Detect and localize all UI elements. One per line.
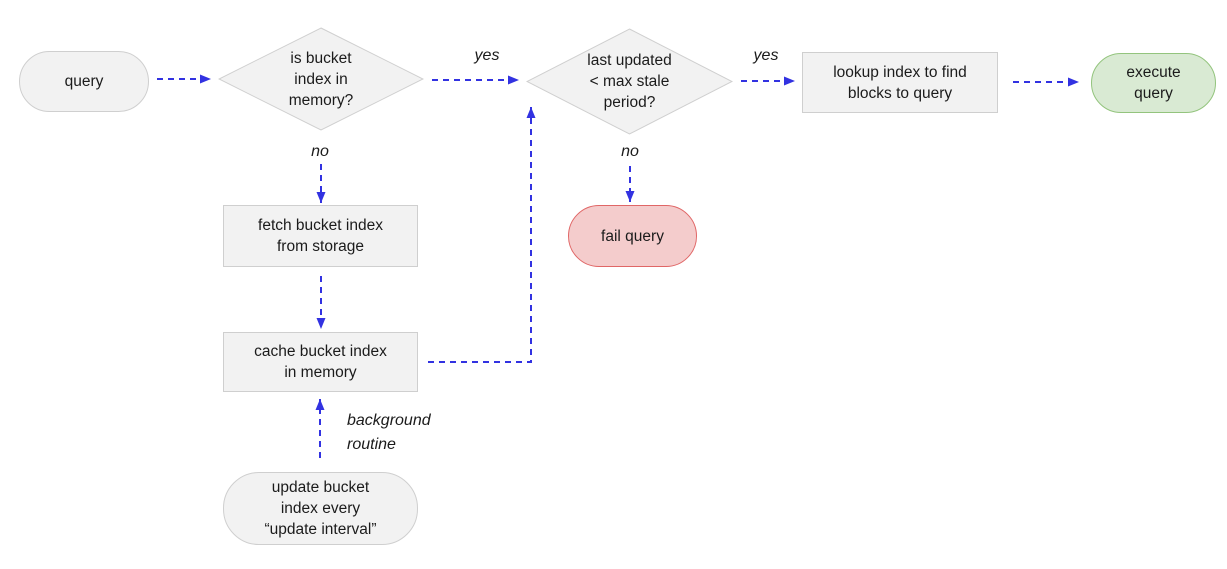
node-decision-memory-label: is bucket index in memory?	[288, 49, 354, 109]
edge-label-no-stale: no	[621, 143, 639, 160]
node-query: query	[19, 51, 149, 112]
node-execute-label: execute query	[1126, 64, 1181, 102]
node-execute-query: execute query	[1091, 53, 1216, 113]
node-fail-query: fail query	[568, 205, 697, 267]
node-query-label: query	[64, 73, 104, 90]
edge-label-no-memory: no	[311, 143, 329, 160]
edge-label-yes-stale: yes	[753, 47, 779, 64]
node-decision-stale-label: last updated < max stale period?	[587, 52, 672, 111]
edge-cache-to-stale-decision	[428, 107, 536, 363]
node-update-label: update bucket index every “update interv…	[264, 479, 377, 538]
node-cache-bucket-index: cache bucket index in memory	[223, 332, 418, 392]
node-decision-bucket-index-in-memory: is bucket index in memory?	[218, 27, 424, 131]
node-lookup-label: lookup index to find blocks to query	[833, 63, 967, 102]
diamond-shape	[526, 28, 733, 135]
node-lookup-index: lookup index to find blocks to query	[802, 52, 998, 113]
node-decision-last-updated-max-stale: last updated < max stale period?	[526, 28, 733, 135]
edge-label-yes-memory: yes	[474, 47, 500, 64]
node-cache-label: cache bucket index in memory	[254, 343, 387, 381]
node-fail-label: fail query	[601, 227, 664, 245]
node-fetch-label: fetch bucket index from storage	[258, 217, 383, 255]
node-fetch-bucket-index: fetch bucket index from storage	[223, 205, 418, 267]
node-update-bucket-index: update bucket index every “update interv…	[223, 472, 418, 545]
diamond-shape	[218, 27, 424, 131]
edge-label-background-routine: background routine	[347, 412, 431, 453]
